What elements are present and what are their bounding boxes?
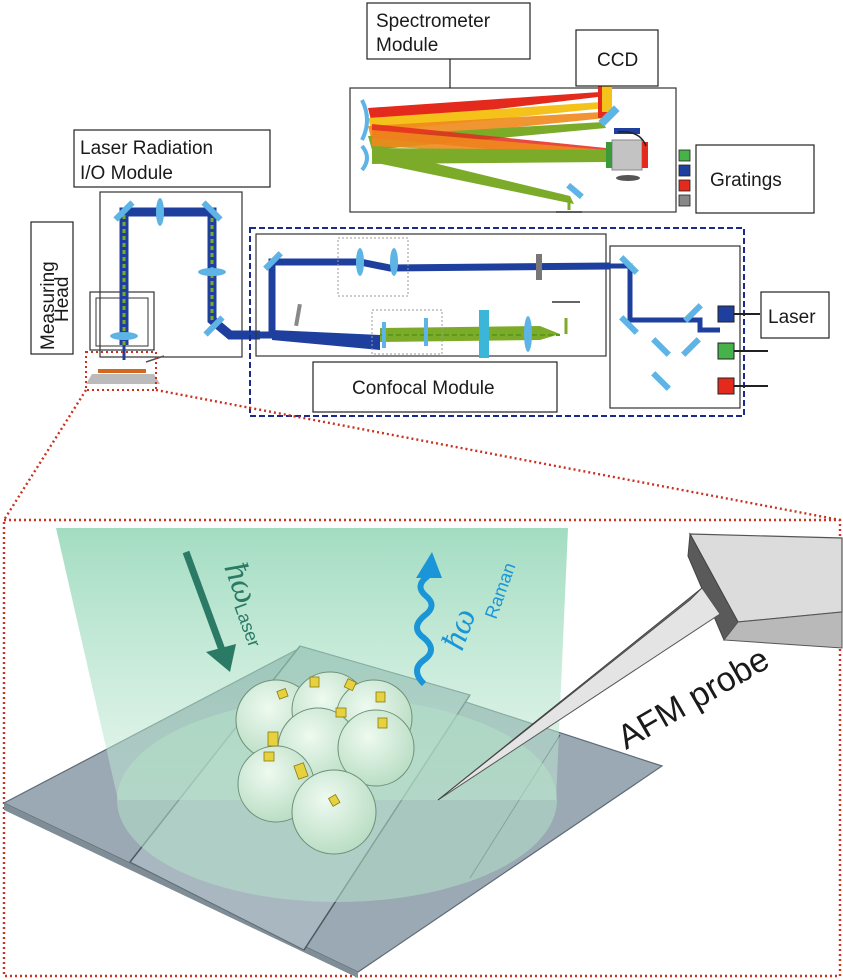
spectrometer-optics [360, 99, 648, 213]
laser-io-label-box [73, 129, 271, 188]
measuring-head-label-line1: Measuring [38, 261, 59, 350]
confocal-label-box [312, 361, 558, 413]
confocal-dashed-box [249, 227, 745, 417]
laser-io-label-line1: Laser Radiation [80, 138, 213, 159]
confocal-inner-box [255, 233, 607, 357]
ccd-label: CCD [597, 50, 638, 71]
zoom-source-box [85, 351, 157, 391]
laser-arrow [182, 550, 236, 672]
laser-label-box [760, 291, 830, 339]
grating-squares [678, 149, 691, 207]
gratings-label-box [695, 144, 815, 214]
spectrometer-label-line1: Spectrometer [376, 11, 491, 32]
measuring-head-label-line2: Head [52, 277, 73, 322]
laser-io-module-box [99, 191, 243, 358]
confocal-optics [263, 237, 703, 391]
spectrometer-beams [368, 86, 612, 210]
afm-probe [437, 532, 843, 801]
sphere-cluster [235, 671, 415, 855]
measuring-head-label-box [30, 221, 74, 355]
laser-source-squares [717, 305, 768, 395]
io-beam-path [119, 207, 260, 360]
zoom-frame [2, 388, 842, 978]
spectrometer-label-line2: Module [376, 35, 438, 56]
spectrometer-module-box [349, 87, 677, 213]
sample-stage-small [86, 355, 165, 384]
gratings-label: Gratings [710, 170, 782, 191]
raman-arrow [414, 552, 442, 687]
confocal-beams [260, 258, 720, 350]
spectrometer-label-box [366, 2, 531, 60]
ccd-label-box [575, 29, 659, 87]
laser-sources-box [609, 245, 741, 409]
laser-io-label-line2: I/O Module [80, 163, 173, 184]
confocal-label: Confocal Module [352, 378, 495, 399]
io-optics [110, 198, 226, 340]
laser-label: Laser [768, 307, 816, 328]
